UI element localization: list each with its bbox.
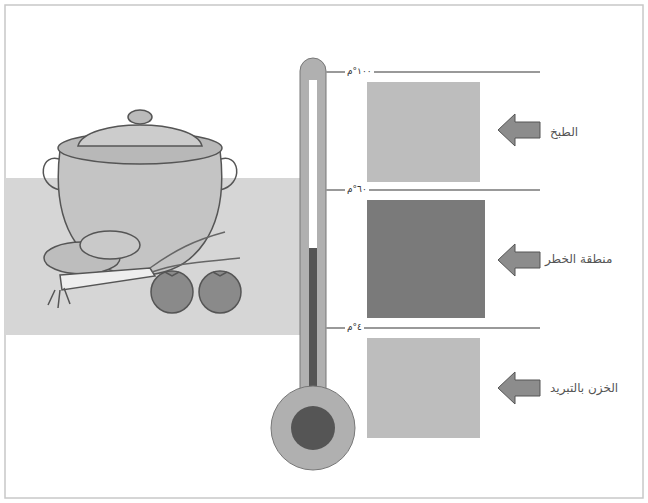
bulb-mercury bbox=[291, 406, 335, 450]
leek bbox=[60, 268, 155, 290]
block-arrow bbox=[498, 244, 540, 276]
frame-border bbox=[5, 5, 643, 498]
temperature-mark: ١٠٠°م bbox=[345, 66, 374, 76]
leek-roots bbox=[48, 288, 70, 308]
leek-leaf bbox=[150, 232, 225, 268]
pot-illustration bbox=[43, 110, 241, 313]
zone-box: الخزن بالتبريد bbox=[367, 338, 480, 438]
zone-label: الخزن بالتبريد bbox=[550, 381, 618, 395]
temperature-mark: ٤°م bbox=[345, 322, 364, 332]
temperature-mark: ٦٠°م bbox=[345, 184, 369, 194]
thermometer-bulb bbox=[271, 386, 355, 470]
tomato bbox=[151, 271, 193, 313]
lid-knob bbox=[128, 110, 152, 124]
potato bbox=[80, 231, 140, 259]
zone-label: الطبخ bbox=[550, 125, 578, 139]
zone-label: منطقة الخطر bbox=[545, 252, 612, 266]
block-arrow bbox=[498, 114, 540, 146]
tomato bbox=[199, 271, 241, 313]
thermometer-mercury bbox=[309, 248, 317, 398]
leek-leaf bbox=[152, 258, 240, 272]
tomato-stem bbox=[165, 272, 227, 276]
zone-box: منطقة الخطر bbox=[367, 200, 485, 318]
pointer-arrows bbox=[498, 114, 540, 404]
scale-lines bbox=[326, 72, 540, 328]
thermometer-channel bbox=[309, 80, 317, 250]
thermometer-tube bbox=[300, 58, 326, 408]
thermometer bbox=[271, 58, 355, 470]
pot-lid bbox=[78, 125, 202, 146]
zone-box: الطبخ bbox=[367, 82, 480, 182]
block-arrow bbox=[498, 372, 540, 404]
